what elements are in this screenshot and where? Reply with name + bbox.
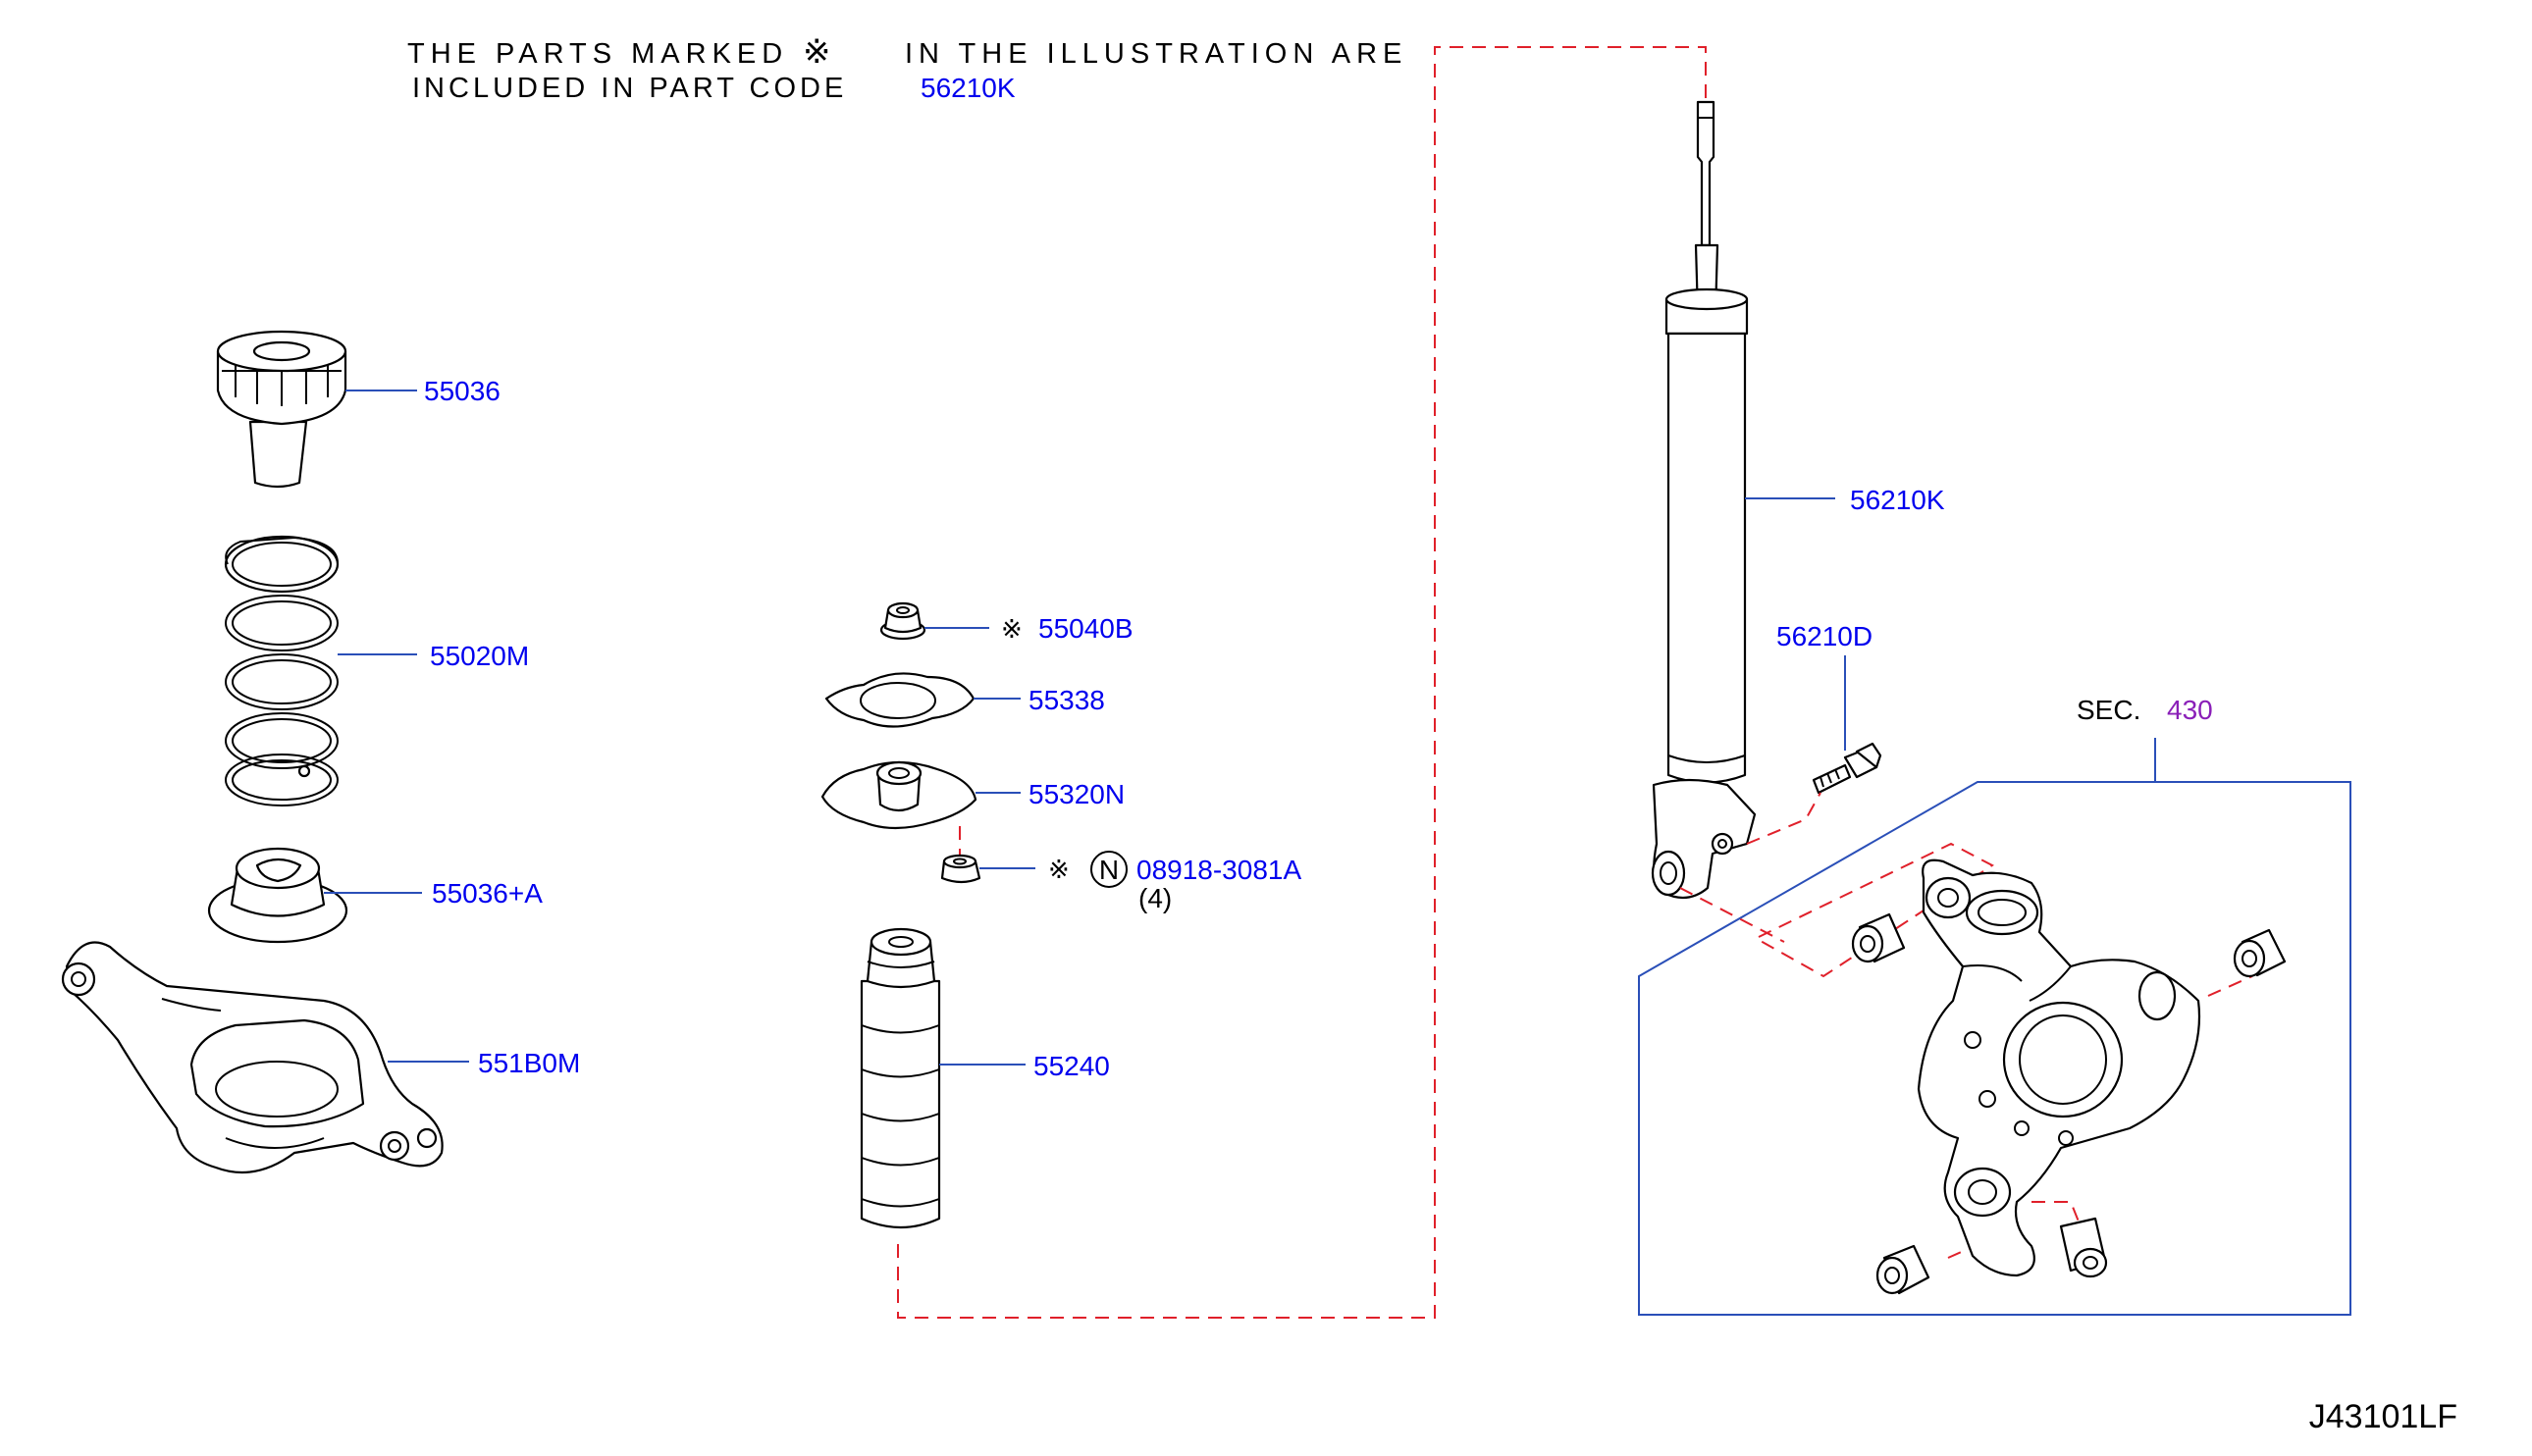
bolt-56210D-drawing bbox=[1812, 742, 1882, 795]
spring-seat-lower-drawing bbox=[207, 847, 348, 944]
mark-08918: ※ bbox=[1048, 856, 1070, 885]
diagram-code: J43101LF bbox=[2309, 1398, 2457, 1435]
section-number[interactable]: 430 bbox=[2167, 695, 2213, 725]
knuckle-dashed-2 bbox=[2207, 975, 2253, 997]
bump-stop-drawing bbox=[860, 927, 941, 1229]
part-qty-08918: (4) bbox=[1138, 883, 1172, 913]
section-label: SEC. bbox=[2077, 695, 2140, 725]
part-label-551B0M[interactable]: 551B0M bbox=[478, 1048, 580, 1078]
part-label-55338[interactable]: 55338 bbox=[1029, 685, 1105, 715]
coil-spring-drawing bbox=[224, 535, 340, 806]
section-box bbox=[1638, 781, 2351, 1316]
part-label-55036[interactable]: 55036 bbox=[424, 376, 501, 406]
part-label-55036A[interactable]: 55036+A bbox=[432, 878, 543, 909]
gasket-55338-drawing bbox=[824, 672, 976, 728]
bushing-2-drawing bbox=[2233, 928, 2287, 978]
knuckle-drawing bbox=[1917, 858, 2201, 1277]
bushing-1-drawing bbox=[1851, 912, 1906, 963]
note-mark-symbol: ※ bbox=[803, 32, 831, 72]
lower-arm-drawing bbox=[61, 941, 444, 1174]
note-line1-start: THE PARTS MARKED bbox=[407, 38, 788, 70]
part-label-08918[interactable]: 08918-3081A bbox=[1136, 855, 1301, 885]
bushing-4-drawing bbox=[2059, 1217, 2108, 1278]
part-label-56210D[interactable]: 56210D bbox=[1776, 621, 1873, 651]
nut-55040B-drawing bbox=[879, 601, 926, 641]
nut-08918-drawing bbox=[940, 854, 981, 884]
part-label-55320N[interactable]: 55320N bbox=[1029, 779, 1125, 809]
part-label-55040B[interactable]: 55040B bbox=[1038, 613, 1134, 644]
header-note: THE PARTS MARKED ※ IN THE ILLUSTRATION A… bbox=[407, 32, 1407, 104]
mount-55320N-drawing bbox=[820, 760, 977, 830]
knuckle-dashed-frame bbox=[1758, 842, 1994, 978]
part-label-55240[interactable]: 55240 bbox=[1033, 1051, 1110, 1081]
part-label-55020M[interactable]: 55020M bbox=[430, 641, 529, 671]
spring-seat-upper-drawing bbox=[216, 330, 347, 489]
n-badge-letter: N bbox=[1099, 855, 1119, 885]
part-label-56210K[interactable]: 56210K bbox=[1850, 485, 1945, 515]
bushing-3-drawing bbox=[1875, 1244, 1930, 1295]
bolt-dashed-line bbox=[1746, 792, 1821, 845]
note-line1-end: IN THE ILLUSTRATION ARE bbox=[905, 38, 1407, 70]
n-badge-circle bbox=[1090, 851, 1128, 888]
linkage-dashed-line bbox=[897, 46, 1707, 1319]
mark-55040B: ※ bbox=[1001, 615, 1023, 645]
knuckle-dashed-4 bbox=[2031, 1201, 2082, 1227]
note-part-code[interactable]: 56210K bbox=[921, 73, 1016, 103]
shock-absorber-drawing bbox=[1651, 100, 1757, 900]
note-line2: INCLUDED IN PART CODE bbox=[412, 73, 847, 104]
